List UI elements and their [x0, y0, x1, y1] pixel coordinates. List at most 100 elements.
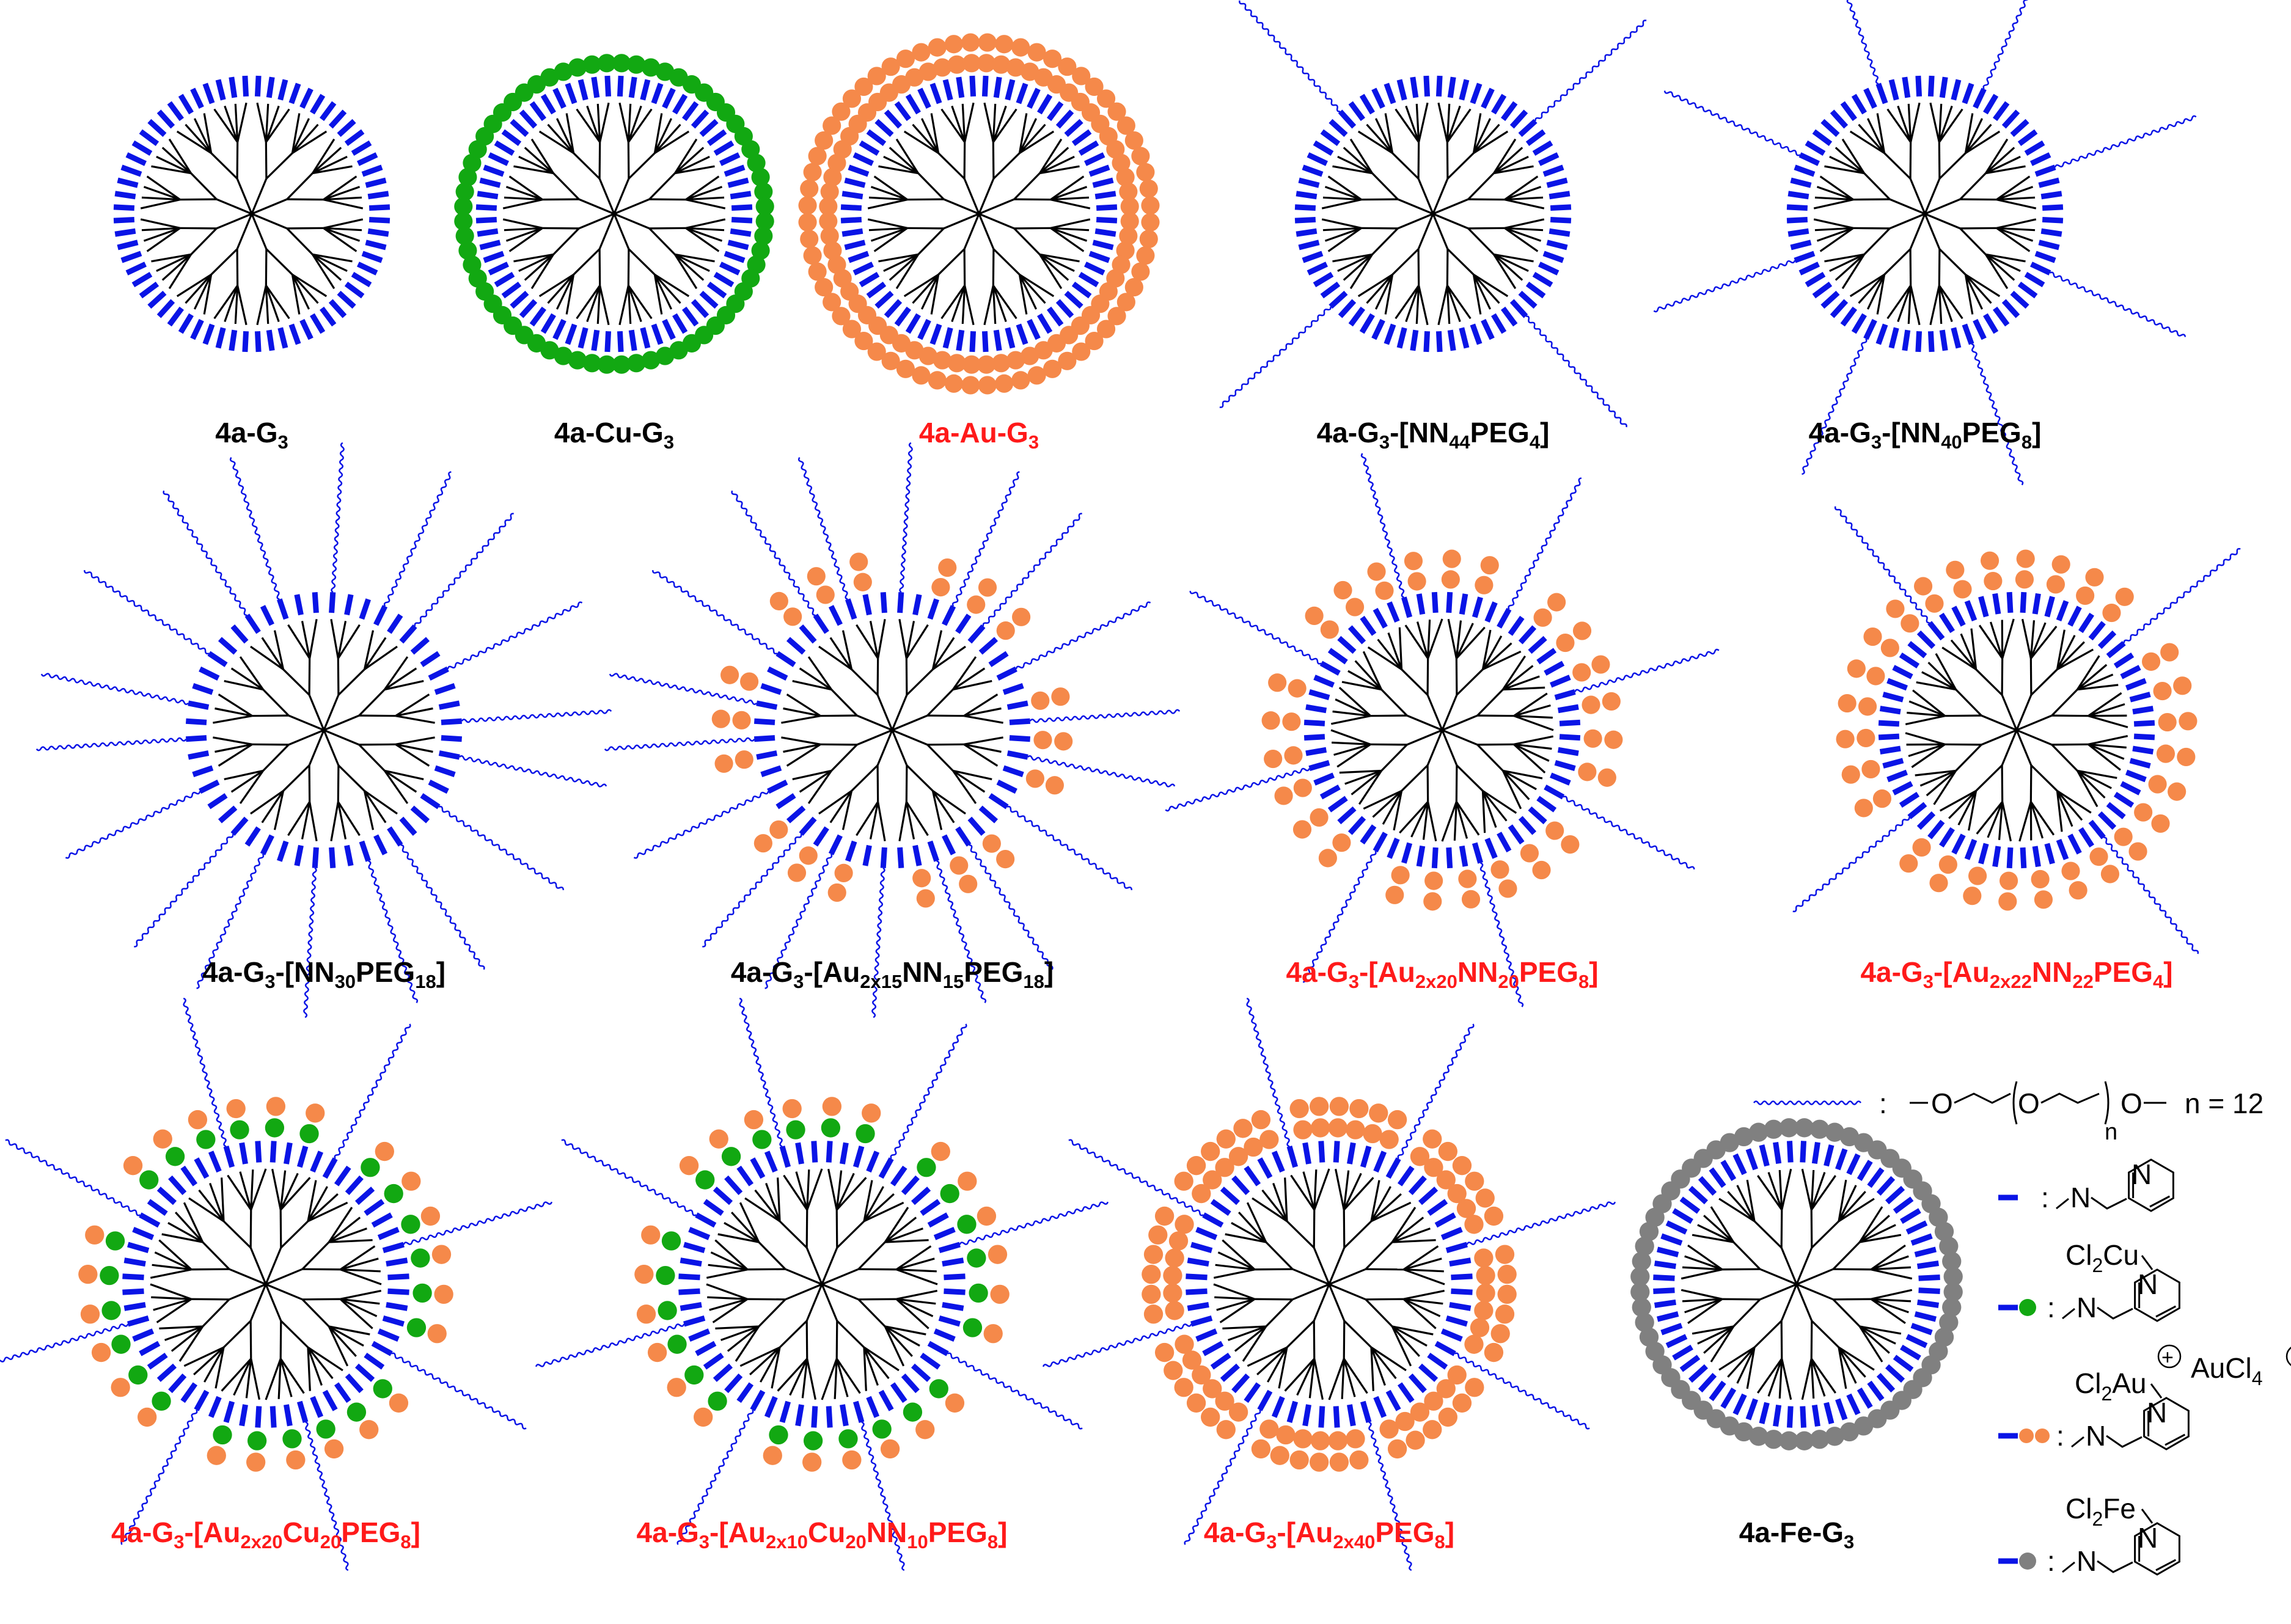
outer-branch	[1473, 274, 1509, 298]
imine-unit	[1550, 216, 1572, 224]
core-branch	[2001, 730, 2018, 766]
outer-branch	[193, 118, 212, 154]
imine-unit	[1857, 1160, 1873, 1181]
metal-dot	[1886, 599, 1905, 618]
outer-branch	[1336, 744, 1371, 768]
imine-unit	[1427, 1352, 1448, 1370]
core-branch	[265, 1268, 303, 1286]
outer-branch	[224, 769, 263, 781]
metal-dot	[1423, 892, 1442, 911]
inner-branch	[287, 227, 324, 230]
peg-chain	[1219, 306, 1332, 408]
inner-branch	[1938, 152, 1967, 180]
imine-unit	[207, 651, 228, 667]
outer-branch	[869, 801, 879, 839]
caption-text: 4a-G	[1316, 417, 1379, 448]
core-branch	[578, 198, 615, 215]
imine-unit	[866, 281, 887, 299]
metal-dot	[2089, 847, 2108, 866]
caption-subscript: 4	[2152, 971, 2164, 992]
outer-branch	[1347, 670, 1382, 690]
outer-branch	[185, 274, 212, 304]
outer-branch	[1473, 274, 1492, 310]
imine-unit	[1509, 299, 1528, 318]
imine-unit	[1347, 816, 1366, 835]
legend-text: +	[2161, 1346, 2174, 1369]
outer-branch	[1370, 1347, 1374, 1391]
inner-branch	[857, 1241, 886, 1270]
imine-unit	[351, 140, 372, 156]
core-branch	[943, 198, 980, 215]
imine-unit	[202, 323, 215, 345]
imine-unit	[1046, 101, 1064, 122]
outer-branch	[2030, 626, 2058, 659]
inner-branch	[2001, 658, 2004, 695]
metal-dot	[247, 1431, 267, 1450]
imine-unit	[420, 793, 441, 810]
outer-branch	[1343, 254, 1373, 281]
core-branch	[1397, 213, 1434, 230]
outer-branch	[983, 285, 994, 326]
outer-branch	[1996, 196, 2036, 201]
metal-dot	[1866, 667, 1885, 686]
dendrimer-d5	[1653, 0, 2197, 486]
outer-branch	[1819, 175, 1854, 200]
imine-unit	[927, 1212, 949, 1228]
peg-chain	[391, 1352, 527, 1430]
imine-unit	[841, 228, 863, 237]
caption-subscript: 40	[1941, 431, 1962, 453]
outer-branch	[1938, 108, 1963, 143]
imine-unit	[1824, 1144, 1835, 1167]
imine-unit	[194, 1389, 210, 1411]
imine-unit	[1875, 82, 1888, 104]
outer-branch	[1849, 130, 1885, 154]
inner-branch	[1476, 744, 1504, 772]
outer-branch	[1697, 1325, 1734, 1345]
outer-branch	[863, 1347, 879, 1386]
outer-branch	[1801, 1358, 1813, 1400]
peg-chain	[403, 1201, 553, 1245]
outer-branch	[256, 285, 267, 326]
imine-unit	[310, 1150, 324, 1173]
legend-text: :	[2047, 1292, 2055, 1323]
inner-branch	[573, 248, 601, 276]
caption-text: PEG	[2093, 956, 2153, 988]
metal-dot	[978, 578, 997, 597]
caption-text: -[Au	[709, 1516, 766, 1548]
imine-unit	[1886, 769, 1908, 783]
outer-branch	[245, 1358, 252, 1399]
imine-unit	[123, 1257, 146, 1267]
outer-branch	[940, 285, 966, 320]
metal-dot	[1939, 1312, 1959, 1332]
outer-branch	[1050, 199, 1091, 210]
core-branch	[1328, 1284, 1346, 1322]
outer-branch	[1907, 103, 1912, 142]
metal-dot	[1259, 1130, 1279, 1149]
outer-branch	[307, 1193, 339, 1222]
inner-branch	[1975, 764, 2003, 792]
inner-branch	[598, 249, 601, 286]
imine-unit	[1307, 262, 1328, 276]
imine-unit	[192, 683, 214, 695]
metal-dot	[1809, 1119, 1830, 1139]
imine-unit	[1992, 101, 2010, 122]
outer-branch	[1938, 103, 1943, 142]
metal-dot	[821, 1118, 841, 1138]
outer-branch	[250, 645, 284, 670]
inner-branch	[917, 227, 945, 255]
core-branch	[308, 730, 325, 766]
outer-branch	[1415, 285, 1420, 324]
outer-branch	[513, 253, 554, 263]
imine-unit	[344, 129, 365, 147]
inner-branch	[265, 152, 293, 180]
outer-branch	[1403, 1268, 1444, 1273]
metal-dot	[454, 197, 473, 216]
imine-unit	[475, 216, 497, 224]
inner-branch	[830, 689, 858, 717]
outer-branch	[835, 1170, 843, 1210]
imine-unit	[438, 700, 460, 710]
outer-branch	[1272, 1183, 1288, 1222]
inner-branch	[1959, 172, 1987, 200]
outer-branch	[538, 274, 574, 298]
metal-dot	[2051, 555, 2070, 574]
